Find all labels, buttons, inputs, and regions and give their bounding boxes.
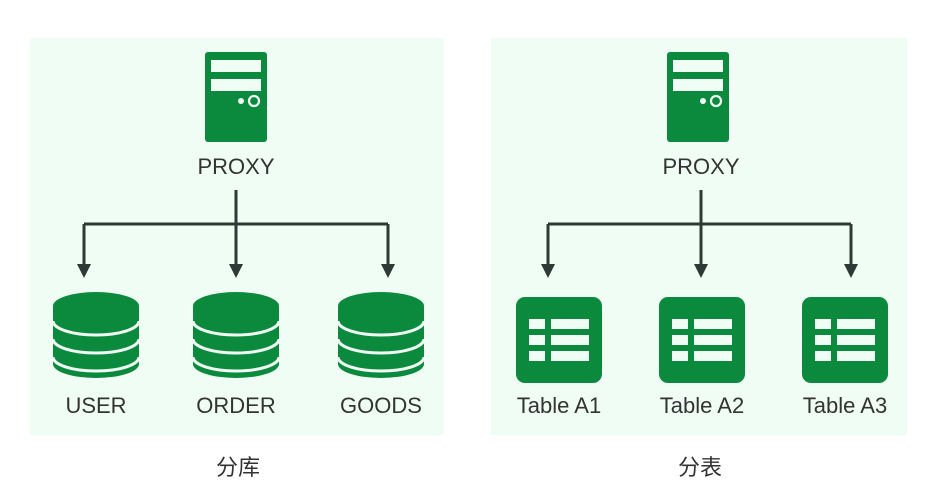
caption-sharding-table: 分表 — [677, 455, 723, 480]
arrow-down-icon — [229, 264, 243, 278]
caption-sharding-database: 分库 — [215, 455, 261, 480]
proxy-server-icon — [665, 50, 731, 144]
connector-arrows — [82, 190, 390, 266]
table-icon — [516, 297, 602, 383]
database-icon — [336, 290, 426, 380]
arrow-down-icon — [694, 264, 708, 278]
database-icon — [191, 290, 281, 380]
target-label-table-a1: Table A1 — [516, 393, 602, 418]
arrow-down-icon — [77, 264, 91, 278]
target-label-table-a3: Table A3 — [802, 393, 888, 418]
database-icon — [51, 290, 141, 380]
arrow-down-icon — [381, 264, 395, 278]
proxy-label: PROXY — [662, 154, 740, 179]
target-label-goods: GOODS — [340, 393, 422, 418]
proxy-label: PROXY — [197, 154, 275, 179]
target-label-user: USER — [65, 393, 127, 418]
arrow-down-icon — [541, 264, 555, 278]
proxy-server-icon — [203, 50, 269, 144]
table-icon — [802, 297, 888, 383]
target-label-order: ORDER — [196, 393, 276, 418]
connector-arrows — [546, 190, 853, 266]
table-icon — [659, 297, 745, 383]
arrow-down-icon — [844, 264, 858, 278]
target-label-table-a2: Table A2 — [659, 393, 745, 418]
